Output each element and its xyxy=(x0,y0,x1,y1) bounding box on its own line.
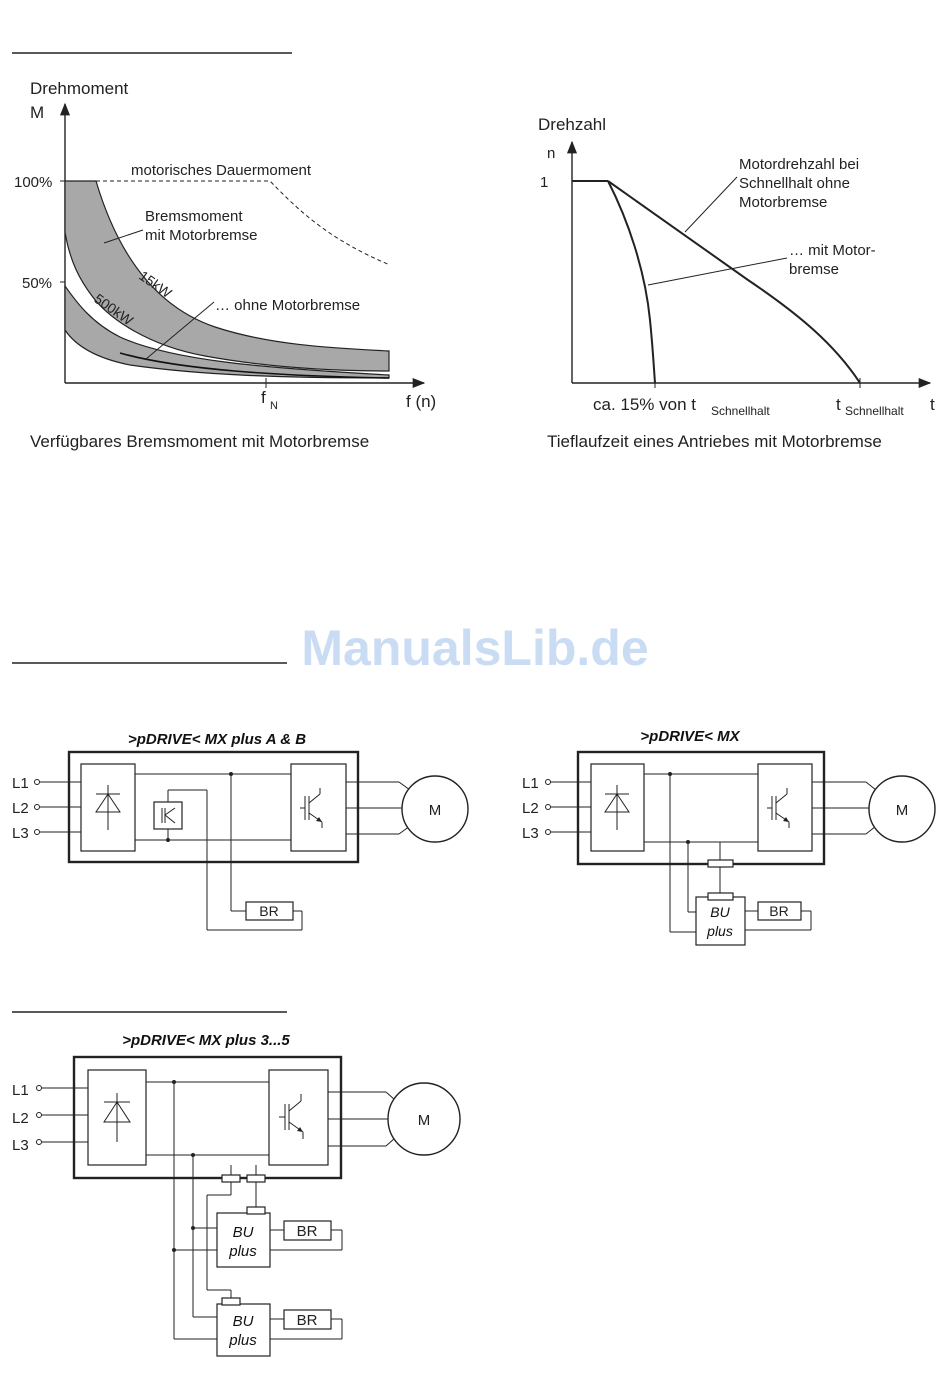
braking-unit-label-2: plus xyxy=(228,1243,257,1260)
chart1-x-fn-sub: N xyxy=(270,400,278,412)
braking-unit-label-2: plus xyxy=(706,923,733,939)
phase-l3-label: L3 xyxy=(12,1137,29,1154)
chart1-continuous-label: motorisches Dauermoment xyxy=(131,162,312,179)
chart2-label-a2: Schnellhalt ohne xyxy=(739,175,850,192)
chart-braking-torque: Drehmoment M 100% 50% motorisches Dauerm… xyxy=(14,79,436,451)
chart2-ysymbol: n xyxy=(547,145,555,162)
braking-unit xyxy=(695,896,746,946)
braking-unit-label-1: BU xyxy=(233,1224,254,1241)
signal-connector xyxy=(707,892,734,901)
inverter-block xyxy=(757,763,813,852)
igbt-icon xyxy=(300,788,323,828)
motor-circle xyxy=(401,775,469,843)
diagram-35-title: >pDRIVE< MX plus 3...5 xyxy=(122,1032,290,1049)
transistor-icon xyxy=(161,807,176,824)
chart1-brake-label-2: mit Motorbremse xyxy=(145,227,258,244)
diagram-mx-plus-ab: >pDRIVE< MX plus A & B L1 L2 L3 xyxy=(12,731,469,931)
chart1-xlabel: f (n) xyxy=(406,392,436,411)
drive-enclosure xyxy=(72,1055,343,1180)
watermark: ManualsLib.de xyxy=(301,620,648,676)
brake-resistor-label: BR xyxy=(769,903,788,919)
signal-connector xyxy=(246,1206,266,1215)
phase-l3-label: L3 xyxy=(12,825,29,842)
motor-circle xyxy=(387,1082,461,1156)
chart2-x-t-sub: Schnellhalt xyxy=(845,404,904,418)
motor-label: M xyxy=(418,1112,431,1129)
brake-chopper-block xyxy=(153,801,183,830)
chart2-label-a1: Motordrehzahl bei xyxy=(739,156,859,173)
chart1-x-fn: f xyxy=(261,388,266,407)
diagram-mx-plus-3-5: >pDRIVE< MX plus 3...5 L1 L2 L3 xyxy=(12,1032,461,1357)
chart2-x-t: t xyxy=(836,395,841,414)
chart2-ylabel: Drehzahl xyxy=(538,115,606,134)
inverter-block xyxy=(268,1069,329,1166)
motor-label: M xyxy=(429,802,442,819)
chart2-xlabel: t xyxy=(930,395,935,414)
signal-connector xyxy=(246,1174,266,1183)
diagram-mx-title: >pDRIVE< MX xyxy=(640,728,740,745)
chart2-without-brake-curve xyxy=(607,180,861,384)
signal-connector xyxy=(707,859,734,868)
chart1-ytick-50: 50% xyxy=(22,275,52,292)
phase-l2-label: L2 xyxy=(12,1110,29,1127)
igbt-icon xyxy=(767,788,790,828)
phase-l1-label: L1 xyxy=(522,775,539,792)
igbt-icon xyxy=(279,1094,304,1139)
diode-icon xyxy=(103,1093,131,1142)
chart2-with-brake-curve xyxy=(607,180,656,384)
braking-unit xyxy=(216,1303,271,1357)
chart1-ylabel: Drehmoment xyxy=(30,79,129,98)
chart1-continuous-torque-line xyxy=(96,180,391,266)
chart2-x-ca-sub: Schnellhalt xyxy=(711,404,770,418)
phase-l1-label: L1 xyxy=(12,1082,29,1099)
signal-connector xyxy=(221,1174,241,1183)
chart2-label-a3: Motorbremse xyxy=(739,194,827,211)
chart1-ysymbol: M xyxy=(30,103,44,122)
chart1-caption: Verfügbares Bremsmoment mit Motorbremse xyxy=(30,432,369,451)
phase-l1-label: L1 xyxy=(12,775,29,792)
phase-l3-label: L3 xyxy=(522,825,539,842)
chart-deceleration-time: Drehzahl n 1 Motordrehzahl bei Schnellha… xyxy=(538,115,935,451)
brake-resistor-label: BR xyxy=(259,903,278,919)
phase-l2-label: L2 xyxy=(522,800,539,817)
chart1-band-15kw xyxy=(64,180,390,372)
chart2-x-ca: ca. 15% von t xyxy=(593,395,696,414)
chart2-caption: Tieflaufzeit eines Antriebes mit Motorbr… xyxy=(547,432,882,451)
chart2-label-b2: bremse xyxy=(789,261,839,278)
chart1-without-label: … ohne Motorbremse xyxy=(215,297,360,314)
motor-label: M xyxy=(896,802,909,819)
brake-resistor-label: BR xyxy=(297,1223,318,1240)
brake-resistor-label: BR xyxy=(297,1312,318,1329)
diagram-ab-title: >pDRIVE< MX plus A & B xyxy=(128,731,306,748)
diode-icon xyxy=(604,785,630,830)
phase-l2-label: L2 xyxy=(12,800,29,817)
chart2-ytick-1: 1 xyxy=(540,174,548,191)
diode-icon xyxy=(95,785,121,830)
braking-unit-label-2: plus xyxy=(228,1332,257,1349)
motor-circle xyxy=(868,775,936,843)
rectifier-block xyxy=(87,1069,147,1166)
braking-unit-label-1: BU xyxy=(710,904,730,920)
inverter-block xyxy=(290,763,347,852)
chart1-without-brake-curve xyxy=(119,352,390,379)
chart2-label-b1: … mit Motor- xyxy=(789,242,876,259)
chart1-ytick-100: 100% xyxy=(14,174,52,191)
signal-connector xyxy=(221,1297,241,1306)
braking-unit xyxy=(216,1212,271,1268)
chart1-brake-label-1: Bremsmoment xyxy=(145,208,243,225)
diagram-mx: >pDRIVE< MX L1 L2 L3 xyxy=(522,728,936,946)
braking-unit-label-1: BU xyxy=(233,1313,254,1330)
